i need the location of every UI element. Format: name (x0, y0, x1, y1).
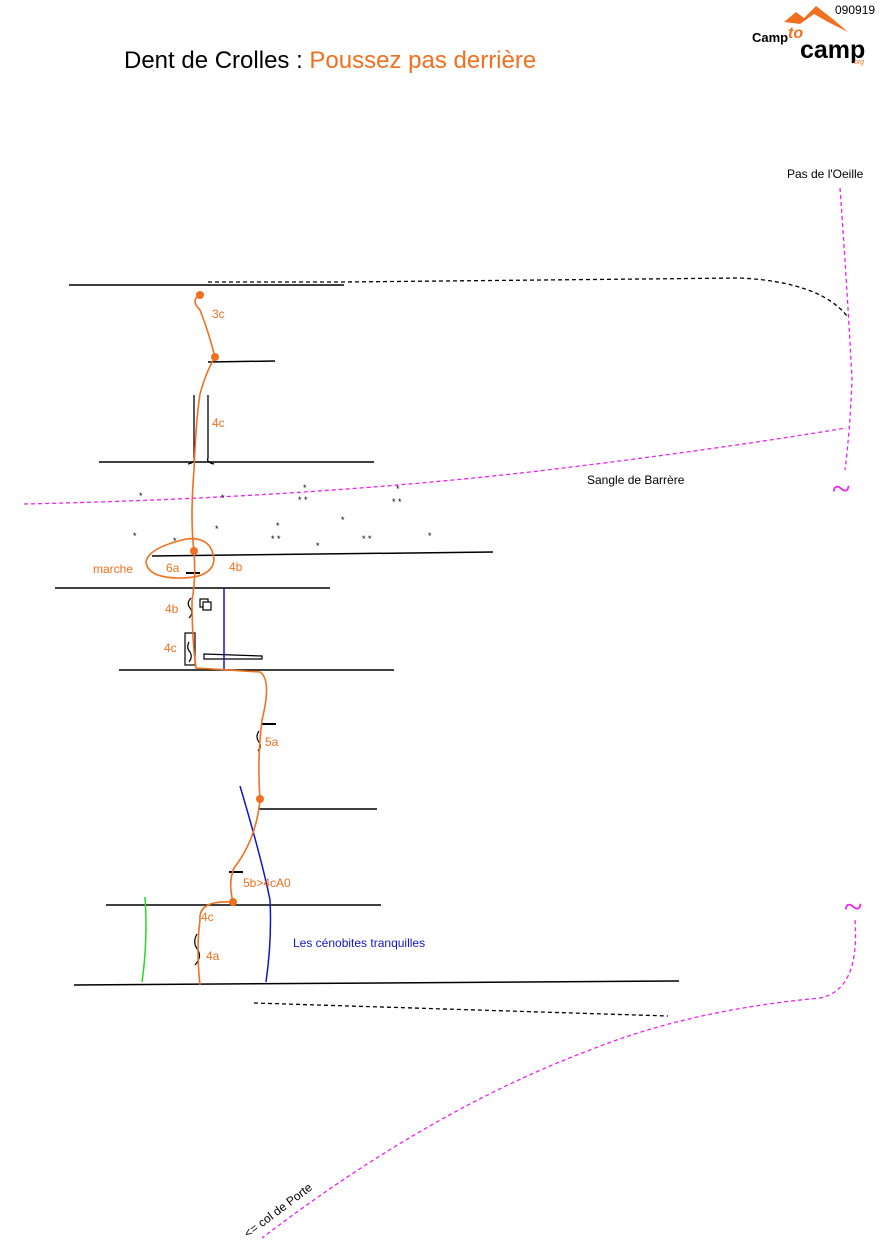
logo-suffix: .org (852, 59, 864, 66)
tilde-marker-2: ~ (844, 889, 862, 926)
svg-text:*: * (215, 524, 219, 534)
tilde-marker-1: ~ (832, 471, 850, 508)
ledges (55, 284, 680, 986)
grade-pitch-4a: 4a (206, 949, 220, 963)
svg-text:*: * (139, 491, 143, 501)
label-pas-oeille: Pas de l'Oeille (787, 167, 864, 181)
label-col-porte: <= col de Porte (241, 1180, 315, 1240)
label-sangle: Sangle de Barrère (587, 473, 685, 487)
grade-marche-4b: 4b (229, 560, 243, 574)
label-cenobites: Les cénobites tranquilles (293, 936, 425, 950)
approach-trail-bottom (253, 1002, 669, 1017)
trail-sangle (23, 427, 847, 505)
chimney-symbol (187, 395, 215, 465)
grade-pitch-4c-lower: 4c (201, 910, 214, 924)
svg-text:*: * (396, 484, 400, 494)
bolt-marks (186, 572, 276, 873)
svg-text:*: * (221, 493, 225, 503)
svg-text:* *: * * (362, 534, 372, 544)
svg-text:*: * (173, 536, 177, 546)
svg-text:*: * (316, 541, 320, 551)
logo-word-left: Camp (752, 30, 788, 45)
grade-pitch-5b: 5b>4cA0 (243, 876, 291, 890)
marche-loop (145, 537, 215, 579)
neighbour-route-green (141, 896, 147, 983)
svg-text:*: * (341, 515, 345, 525)
page-title: Dent de Crolles : Poussez pas derrière (124, 47, 536, 74)
camptocamp-logo: Camp to camp .org (752, 6, 865, 66)
descent-trail-top (208, 277, 848, 317)
belay-dots (190, 291, 264, 906)
route-line (191, 294, 268, 986)
grade-marche-6a: 6a (166, 561, 180, 575)
ledge-base (73, 980, 680, 986)
grade-pitch-2: 4c (212, 416, 225, 430)
trail-pas-oeille (839, 187, 853, 471)
svg-text:*: * (428, 531, 432, 541)
svg-text:* *: * * (298, 495, 308, 505)
svg-text:* *: * * (271, 534, 281, 544)
grade-pitch-4c: 4c (164, 641, 177, 655)
svg-text:* *: * * (392, 497, 402, 507)
svg-text:*: * (133, 531, 137, 541)
mountain-icon (784, 6, 848, 32)
logo-word-right: camp (800, 36, 865, 64)
logo-word-mid: to (788, 25, 803, 42)
title-prefix: Dent de Crolles : (124, 47, 309, 74)
vegetation: * * * * * * * * * * * * * * * * * * * (133, 483, 432, 551)
grade-pitch-5a: 5a (265, 735, 279, 749)
svg-text:*: * (276, 521, 280, 531)
ledge-4 (151, 551, 494, 557)
title-route: Poussez pas derrière (309, 47, 536, 74)
trails-magenta (23, 187, 857, 1239)
svg-text:*: * (303, 483, 307, 493)
date-code: 090919 (835, 3, 875, 17)
neighbour-route-cenobites (239, 785, 272, 983)
label-marche: marche (93, 562, 133, 576)
ledge-belay-1 (207, 360, 276, 363)
grade-pitch-1: 3c (212, 307, 225, 321)
trail-col-porte (261, 919, 857, 1239)
grade-pitch-4b: 4b (165, 602, 179, 616)
